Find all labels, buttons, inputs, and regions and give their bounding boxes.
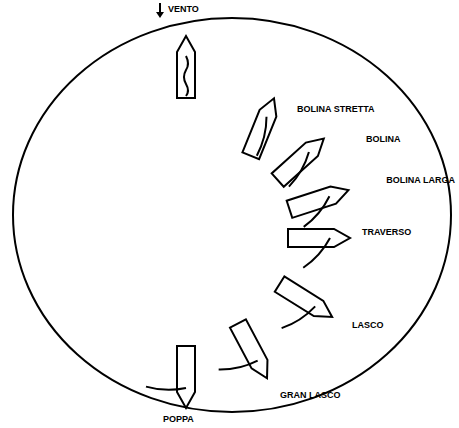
point-of-sail-label: BOLINA STRETTA xyxy=(297,104,375,115)
wind-arrow-head xyxy=(156,12,164,18)
boat-gran-lasco xyxy=(203,319,275,396)
boat-traverso xyxy=(288,229,350,269)
point-of-sail-label: POPPA xyxy=(163,414,194,425)
boat-bolina-larga xyxy=(287,182,356,232)
point-of-sail-label: GRAN LASCO xyxy=(280,390,341,401)
point-of-sail-label: TRAVERSO xyxy=(362,227,411,238)
wind-arrow xyxy=(159,3,161,13)
boat-lasco xyxy=(260,276,337,348)
wind-circle xyxy=(13,18,451,412)
point-of-sail-label: LASCO xyxy=(352,320,384,331)
boat-bolina xyxy=(272,132,334,191)
boat-poppa xyxy=(146,346,195,408)
point-of-sail-label: BOLINA LARGA xyxy=(386,175,455,186)
boat-head-to-wind xyxy=(177,36,195,98)
point-of-sail-label: VENTO xyxy=(168,4,199,15)
point-of-sail-label: BOLINA xyxy=(366,134,401,145)
boat-bolina-stretta xyxy=(242,95,282,159)
